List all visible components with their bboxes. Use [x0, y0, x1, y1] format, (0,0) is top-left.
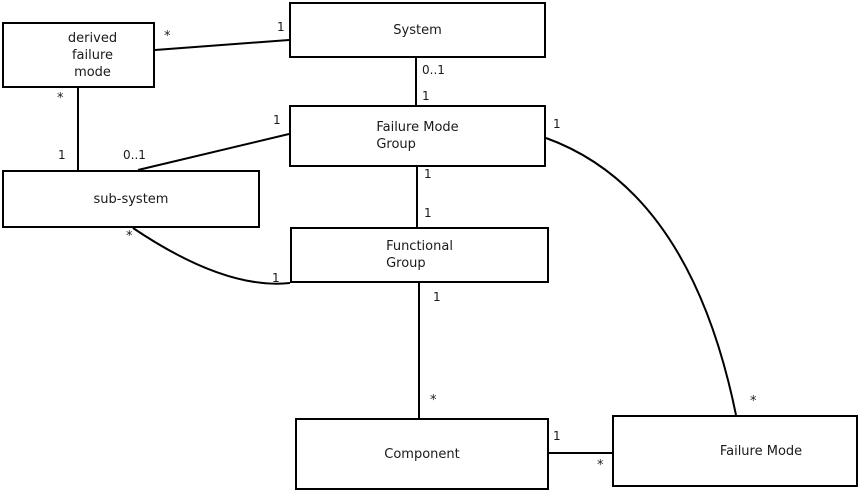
multiplicity-sub-system-to-failure-mode-group: 0..1 [123, 148, 146, 162]
edge-derived-failure-mode-to-system [154, 39, 290, 51]
multiplicity-derived-failure-mode-system: * [164, 29, 171, 44]
multiplicity-component-right: 1 [553, 429, 561, 443]
multiplicity-failure-mode-group-right: 1 [553, 117, 561, 131]
multiplicity-failure-mode-group-top: 1 [422, 89, 430, 103]
class-label-failure-mode: Failure Mode [719, 443, 803, 459]
class-label-component: Component [384, 446, 460, 462]
multiplicity-derived-failure-mode-bottom: * [57, 91, 64, 106]
class-label-functional-group: Functional Group [386, 239, 453, 271]
edge-failure-mode-group-to-failure-mode [545, 137, 737, 416]
class-box-failure-mode[interactable]: Failure Mode [612, 415, 858, 487]
class-box-sub-system[interactable]: sub-system [2, 170, 260, 228]
multiplicity-sub-system-bottom: * [126, 229, 133, 244]
edge-sub-system-to-failure-mode-group [137, 133, 290, 171]
class-box-failure-mode-group[interactable]: Failure Mode Group [289, 105, 546, 167]
class-box-system[interactable]: System [289, 2, 546, 58]
multiplicity-functional-group-top: 1 [424, 206, 432, 220]
multiplicity-failure-mode-group-left: 1 [273, 113, 281, 127]
multiplicity-failure-mode-group-bottom: 1 [424, 167, 432, 181]
class-label-sub-system: sub-system [93, 191, 169, 207]
multiplicity-failure-mode-top: * [750, 394, 757, 409]
multiplicity-component-top: * [430, 393, 437, 408]
edge-sub-system-to-functional-group [132, 227, 291, 285]
class-box-derived-failure-mode[interactable]: derived failure mode [2, 22, 155, 88]
multiplicity-system-left: 1 [277, 20, 285, 34]
class-label-failure-mode-group: Failure Mode Group [376, 120, 459, 152]
class-label-system: System [393, 22, 442, 38]
class-label-derived-failure-mode: derived failure mode [67, 30, 118, 80]
multiplicity-system-bottom: 0..1 [422, 63, 445, 77]
multiplicity-sub-system-top: 1 [58, 148, 66, 162]
class-box-functional-group[interactable]: Functional Group [290, 227, 549, 283]
multiplicity-functional-group-left: 1 [272, 271, 280, 285]
multiplicity-functional-group-bottom: 1 [433, 290, 441, 304]
class-box-component[interactable]: Component [295, 418, 549, 490]
multiplicity-failure-mode-left: * [597, 458, 604, 473]
